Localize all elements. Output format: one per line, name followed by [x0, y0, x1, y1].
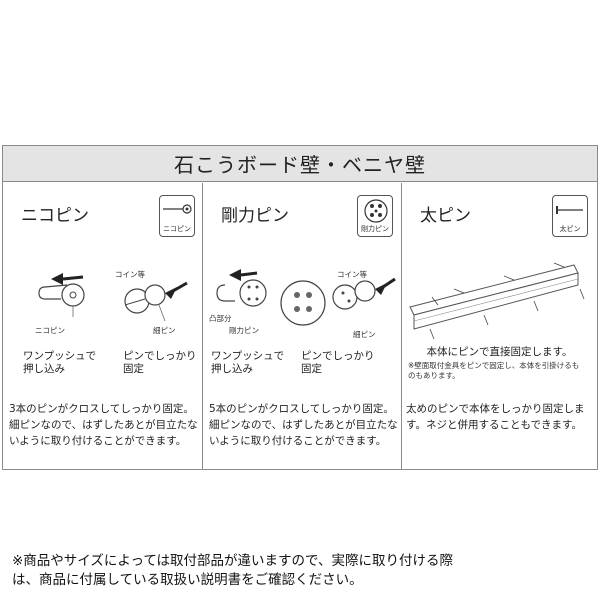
column-description: 太めのピンで本体をしっかり固定しま す。ネジと併用することもできます。	[406, 403, 585, 431]
caption-push-in: ワンプッシュで 押し込み	[211, 350, 285, 375]
caption-push-in: ワンプッシュで 押し込み	[23, 350, 97, 375]
futopin-icon	[556, 206, 583, 214]
fine-pin-label: 細ピン	[353, 330, 376, 339]
badge-label: ニコピン	[163, 225, 191, 233]
column-description: 3本のピンがクロスしてしっかり固定。 細ピンなので、はずしたあとが目立たな いよ…	[9, 403, 198, 447]
rail-note: ※壁面取付金具をピンで固定し、本体を引掛けるも のもあります。	[408, 361, 580, 380]
column-title: 太ピン	[420, 206, 471, 226]
rail-caption: 本体にピンで直接固定します。	[426, 346, 573, 358]
pin-name-label: ニコピン	[35, 326, 65, 335]
caption-fix: ピンでしっかり 固定	[123, 350, 197, 375]
fine-pin-label: 細ピン	[153, 326, 176, 335]
mounting-methods-panel: 石こうボード壁・ベニヤ壁 ニコピン ニコピン ニコピン	[2, 145, 598, 470]
column-title: 剛力ピン	[221, 206, 289, 226]
nikopin-badge: ニコピン	[159, 195, 195, 237]
badge-label: 剛力ピン	[361, 225, 389, 233]
footer-note: ※商品やサイズによっては取付部品が違いますので、実際に取り付ける際 は、商品に付…	[12, 553, 454, 588]
column-description: 5本のピンがクロスしてしっかり固定。 細ピンなので、はずしたあとが目立たな いよ…	[209, 403, 398, 447]
push-in-illustration	[216, 269, 267, 307]
convex-label: 凸部分	[209, 314, 232, 323]
coin-label: コイン等	[115, 270, 145, 279]
coin-label: コイン等	[337, 270, 367, 279]
coin-fix-illustration	[124, 281, 188, 322]
column-nikopin: ニコピン ニコピン ニコピン	[3, 183, 201, 469]
column-gourikipin: 剛力ピン 剛力ピン 凸部分 剛力ピン	[202, 183, 400, 469]
gourikipin-icon	[364, 199, 388, 223]
column-futopin: 太ピン 太ピン 本体にピンで直接固定します。 ※壁面取付金具をピンで固定し、本体…	[401, 183, 597, 469]
caption-fix: ピンでしっかり 固定	[301, 350, 375, 375]
coin-fix-illustration	[332, 277, 396, 310]
panel-title: 石こうボード壁・ベニヤ壁	[174, 153, 426, 177]
pin-name-label: 剛力ピン	[229, 326, 259, 335]
panel-header: 石こうボード壁・ベニヤ壁	[3, 146, 597, 182]
push-in-illustration	[38, 273, 85, 317]
pin-body-illustration	[280, 280, 326, 326]
gourikipin-badge: 剛力ピン	[357, 195, 393, 237]
nikopin-icon	[163, 204, 192, 214]
rail-illustration	[409, 262, 585, 340]
futopin-badge: 太ピン	[552, 195, 588, 237]
column-title: ニコピン	[21, 206, 89, 226]
badge-label: 太ピン	[559, 225, 581, 233]
